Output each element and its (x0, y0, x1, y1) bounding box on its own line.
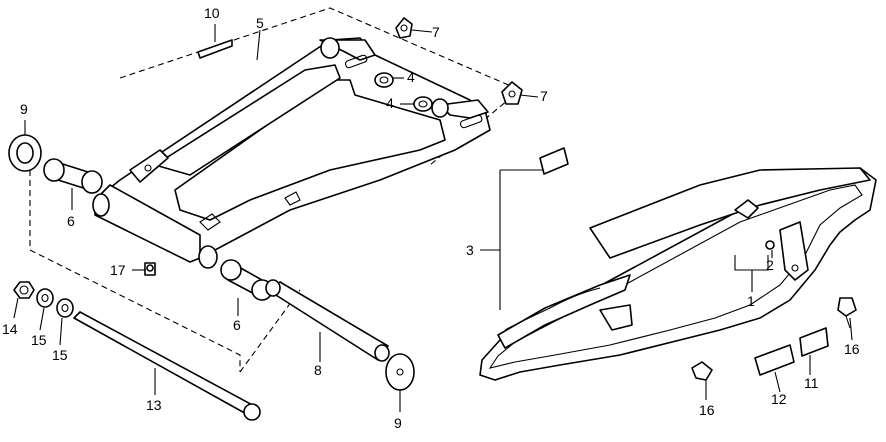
callout-9-upper: 9 (20, 101, 28, 117)
callout-8: 8 (314, 362, 322, 378)
callout-5: 5 (256, 15, 264, 31)
bolt-16-right (837, 297, 857, 329)
callout-10: 10 (204, 5, 220, 21)
decal-12 (754, 344, 795, 376)
adjuster-7-lower (501, 81, 523, 105)
callout-14: 14 (2, 321, 18, 337)
callout-4-lower: 4 (386, 95, 394, 111)
callout-9-lower: 9 (394, 415, 402, 431)
pivot-bolt-13 (73, 311, 261, 421)
pivot-cap-9-lower (385, 353, 415, 391)
callout-15-left: 15 (31, 332, 47, 348)
callout-17: 17 (110, 262, 126, 278)
chain-case (479, 167, 877, 381)
nut-14 (13, 281, 35, 299)
bolt-16-lower (691, 361, 713, 381)
swingarm (92, 37, 491, 269)
screw-2 (765, 240, 775, 250)
callout-13: 13 (146, 397, 162, 413)
callout-4-upper: 4 (407, 69, 415, 85)
callout-2: 2 (766, 257, 774, 273)
washer-15-left (36, 288, 54, 308)
callout-1: 1 (747, 293, 755, 309)
callout-15-right: 15 (52, 347, 68, 363)
dust-seal-9-upper (8, 134, 42, 172)
bushing-4-lower (413, 96, 433, 112)
adjuster-7-upper (395, 17, 413, 39)
callout-7-upper: 7 (432, 24, 440, 40)
drive-chain-case-assembly-outline (499, 169, 555, 310)
callout-7-lower: 7 (540, 88, 548, 104)
callout-16-right: 16 (844, 341, 860, 357)
pivot-bushing-6-right (220, 259, 273, 301)
pivot-shaft-8 (265, 279, 390, 362)
callout-16-lower: 16 (699, 402, 715, 418)
washer-15-right (56, 298, 74, 318)
callout-labels: 10 5 7 7 4 4 9 6 17 6 14 15 15 13 8 9 3 … (2, 5, 860, 431)
leader-lines (13, 24, 853, 412)
callout-11: 11 (804, 375, 819, 391)
pivot-bushing-6-left (43, 158, 103, 194)
callout-12: 12 (771, 391, 787, 407)
callout-3: 3 (466, 242, 474, 258)
decal-3 (539, 147, 569, 175)
grease-fitting-17 (144, 262, 156, 276)
bushing-4-upper (374, 72, 394, 88)
decal-10 (197, 39, 233, 59)
callout-6-right: 6 (233, 317, 241, 333)
callout-6-left: 6 (67, 213, 75, 229)
decal-11 (799, 327, 829, 357)
